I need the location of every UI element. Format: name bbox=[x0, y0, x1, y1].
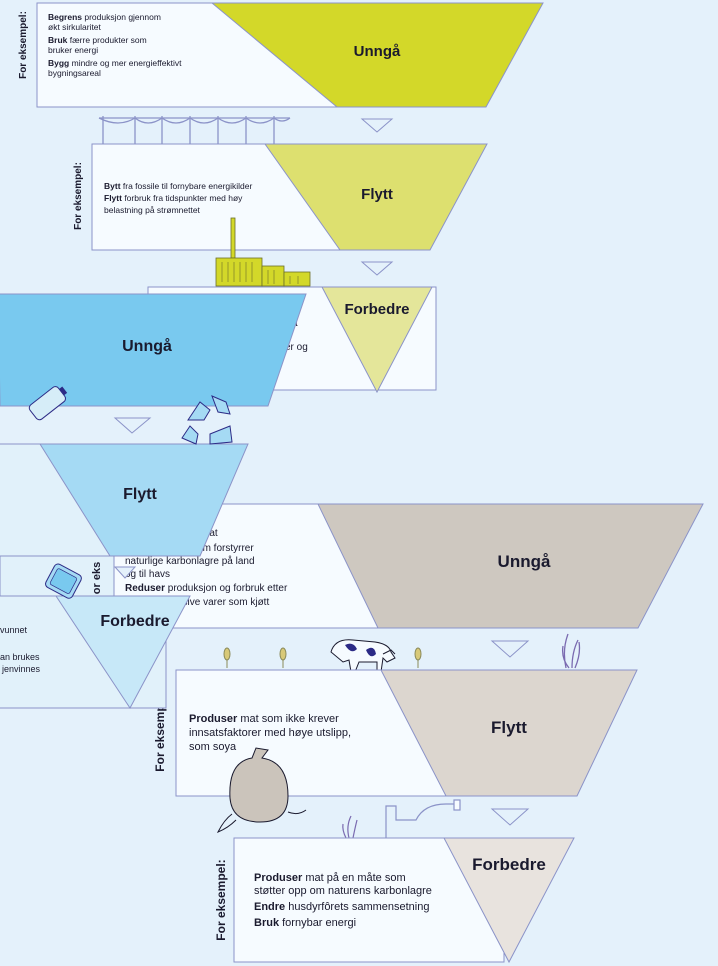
energy-avoid-line-4: bruker energi bbox=[48, 45, 98, 55]
wheat-icon bbox=[223, 647, 422, 668]
material-improve-fragment-2: an brukes bbox=[0, 652, 40, 662]
food-avoid-funnel bbox=[317, 503, 704, 629]
food-shift-for-example: For eksempel: bbox=[153, 690, 167, 771]
energy-avoid-title: Unngå bbox=[354, 43, 401, 60]
food-improve-line-1: Produser mat på en måte som bbox=[254, 872, 406, 884]
food-down-arrow-2 bbox=[490, 808, 530, 826]
energy-shift-for-example: For eksempel: bbox=[73, 162, 84, 230]
energy-shift-line-3: belastning på strømnettet bbox=[104, 205, 201, 215]
food-hierarchy: mat eter som forstyrrer naturlige karbon… bbox=[109, 503, 704, 964]
cow-icon bbox=[330, 639, 396, 673]
food-down-arrow-1 bbox=[490, 640, 530, 658]
food-avoid-text: mat eter som forstyrrer naturlige karbon… bbox=[125, 528, 288, 608]
material-hierarchy: vunnet an brukes jenvinnes Forbedre or e… bbox=[0, 293, 307, 709]
food-avoid-line-3: naturlige karbonlagre på land bbox=[125, 555, 255, 567]
material-down-arrow-1 bbox=[113, 417, 152, 434]
phone-icon bbox=[45, 563, 82, 599]
recycle-icon bbox=[181, 395, 233, 445]
energy-avoid-funnel bbox=[210, 2, 544, 108]
food-improve-funnel bbox=[443, 837, 575, 964]
seaweed-small-icon bbox=[342, 815, 358, 839]
battery-icon bbox=[28, 386, 68, 421]
seaweed-icon bbox=[561, 633, 581, 669]
food-avoid-line-4: og til havs bbox=[125, 569, 170, 580]
sack-icon bbox=[216, 747, 307, 833]
food-avoid-title: Unngå bbox=[498, 552, 551, 571]
material-improve-funnel bbox=[55, 595, 191, 709]
material-improve-text: vunnet an brukes jenvinnes bbox=[0, 625, 41, 674]
material-avoid-title: Unngå bbox=[122, 337, 172, 355]
energy-avoid-line-6: bygningsareal bbox=[48, 68, 101, 78]
energy-shift-funnel bbox=[264, 143, 488, 251]
power-line-icon bbox=[98, 116, 291, 144]
energy-down-arrow-2 bbox=[360, 261, 394, 276]
material-down-arrow-2 bbox=[113, 566, 137, 579]
food-shift-text: Produser mat som ikke krever innsatsfakt… bbox=[189, 713, 351, 753]
food-shift-line-2: innsatsfaktorer med høye utslipp, bbox=[189, 727, 351, 739]
food-avoid-line-6: nsive varer som kjøtt bbox=[177, 597, 269, 608]
food-avoid-line-5: Reduser produksjon og forbruk etter bbox=[125, 583, 288, 594]
energy-avoid-line-3: Bruk færre produkter som bbox=[48, 35, 147, 45]
energy-improve-fragment-3: ser og bbox=[280, 342, 308, 353]
energy-improve-title: Forbedre bbox=[344, 301, 409, 318]
material-improve-fragment-3: jenvinnes bbox=[1, 664, 41, 674]
food-avoid-line-2: eter som forstyrrer bbox=[172, 543, 254, 554]
energy-hierarchy: e å ser og Forbedre For eksempel: Begren… bbox=[18, 2, 544, 394]
energy-shift-text: Bytt fra fossile til fornybare energikil… bbox=[104, 181, 253, 215]
energy-avoid-line-2: økt sirkularitet bbox=[48, 22, 102, 32]
food-shift-funnel bbox=[380, 669, 638, 797]
material-avoid-funnel bbox=[0, 293, 307, 407]
plug-icon bbox=[385, 799, 461, 838]
energy-improve-funnel bbox=[321, 286, 433, 394]
material-shift-title: Flytt bbox=[123, 486, 157, 503]
material-improve-title: Forbedre bbox=[100, 613, 169, 630]
food-improve-text: Produser mat på en måte som støtter opp … bbox=[254, 872, 432, 929]
energy-shift-title: Flytt bbox=[361, 186, 393, 203]
energy-shift-line-1: Bytt fra fossile til fornybare energikil… bbox=[104, 181, 253, 191]
food-shift-title: Flytt bbox=[491, 718, 527, 737]
food-improve-line-3: Endre husdyrfôrets sammensetning bbox=[254, 901, 429, 913]
material-improve-fragment-1: vunnet bbox=[0, 625, 28, 635]
food-improve-line-4: Bruk fornybar energi bbox=[254, 917, 356, 929]
energy-avoid-for-example: For eksempel: bbox=[18, 11, 29, 79]
energy-avoid-line-5: Bygg mindre og mer energieffektivt bbox=[48, 58, 182, 68]
food-improve-for-example: For eksempel: bbox=[214, 859, 228, 940]
material-shift-funnel bbox=[39, 443, 249, 557]
factory-icon bbox=[215, 217, 311, 287]
energy-avoid-line-1: Begrens produksjon gjennom bbox=[48, 12, 161, 22]
material-shift-for-example: or eks bbox=[91, 562, 103, 594]
energy-avoid-text: Begrens produksjon gjennom økt sirkulari… bbox=[48, 12, 182, 78]
food-shift-line-1: Produser mat som ikke krever bbox=[189, 713, 339, 725]
food-improve-line-2: støtter opp om naturens karbonlagre bbox=[254, 885, 432, 897]
energy-shift-line-2: Flytt forbruk fra tidspunkter med høy bbox=[104, 193, 243, 203]
food-improve-title: Forbedre bbox=[472, 855, 546, 874]
food-shift-line-3: som soya bbox=[189, 741, 237, 753]
energy-down-arrow-1 bbox=[360, 118, 394, 133]
